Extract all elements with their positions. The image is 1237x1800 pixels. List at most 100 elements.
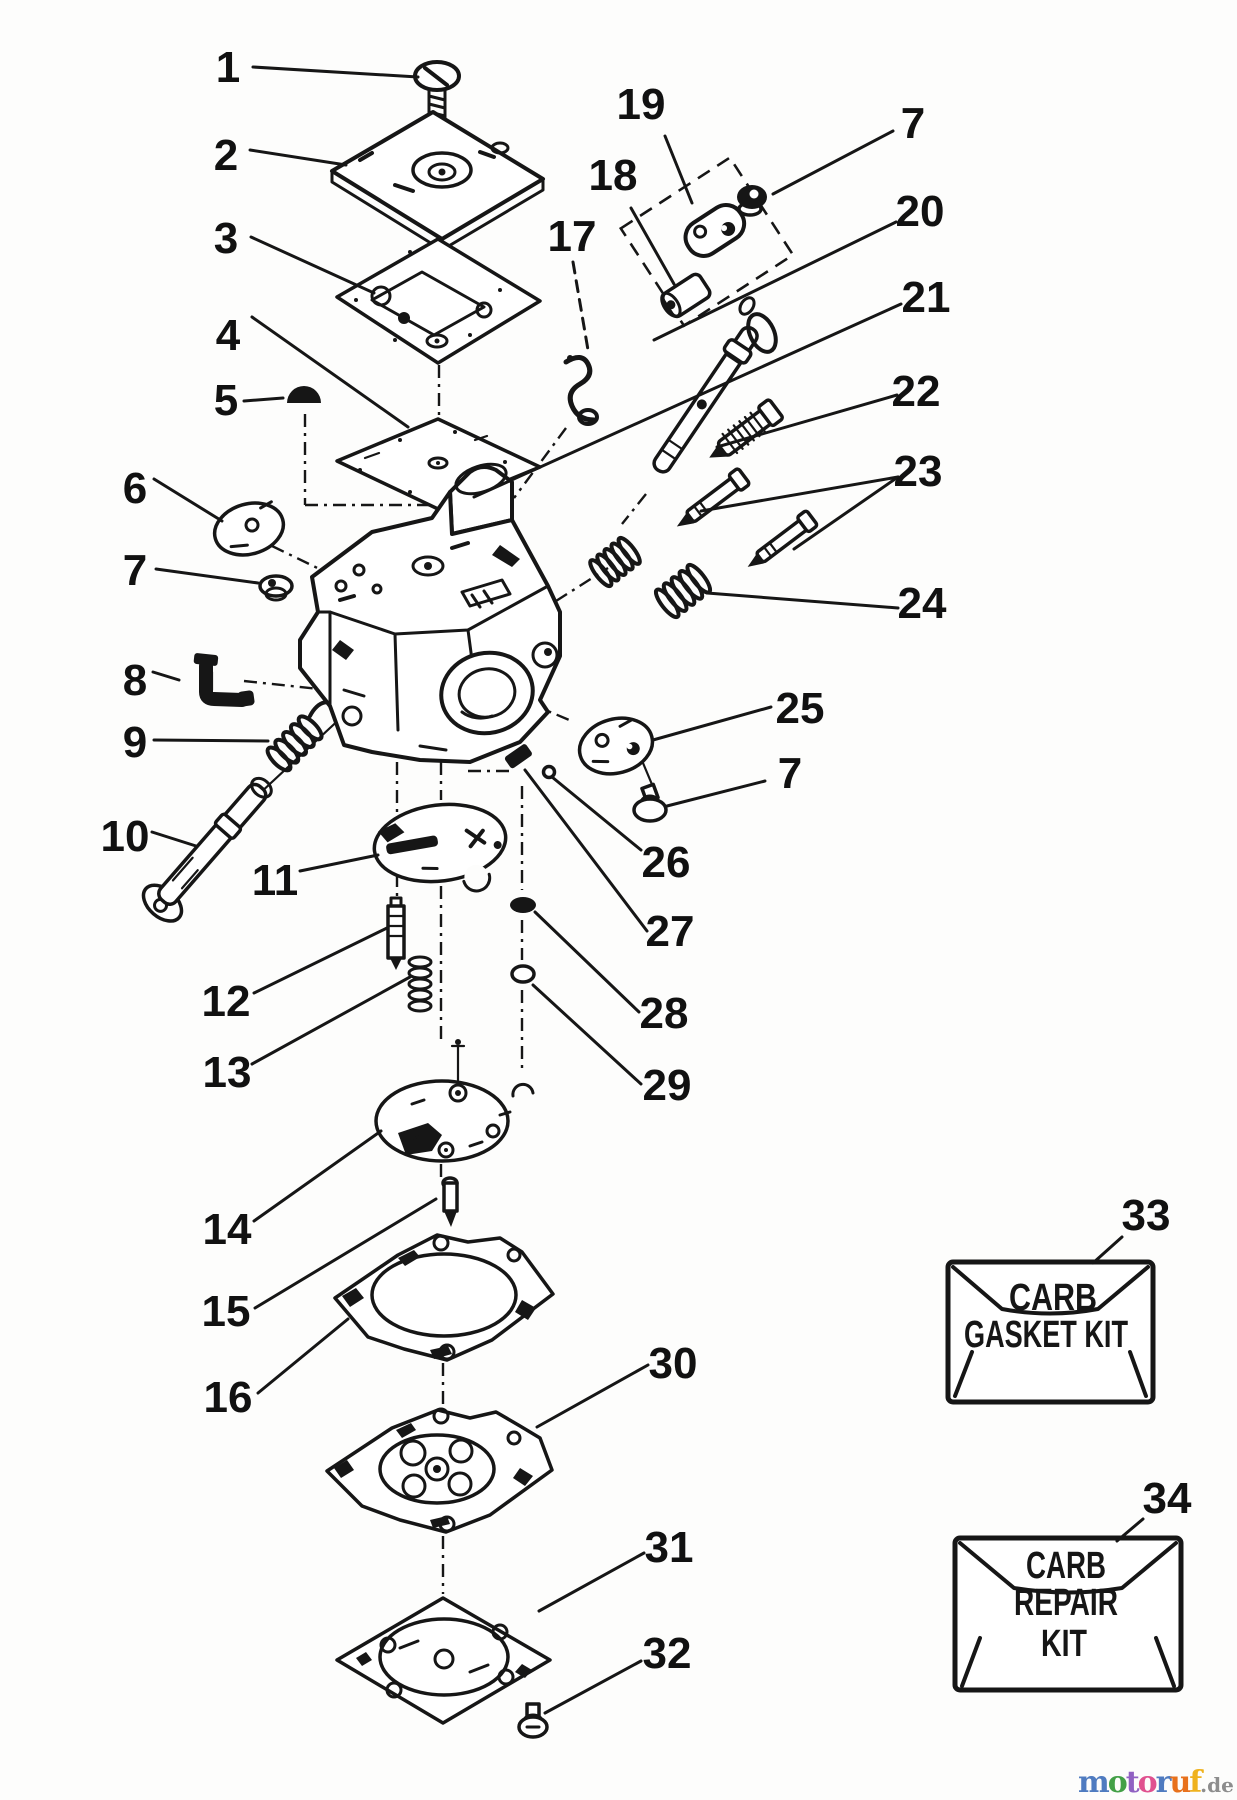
part-12-inlet-valve-drawing <box>386 896 406 970</box>
part-13-spring-drawing <box>407 955 433 1013</box>
leader-line-2 <box>248 148 348 167</box>
part-label-3-2: 3 <box>214 214 238 263</box>
part-29-cup-drawing <box>510 964 536 984</box>
leader-line-14 <box>252 1129 383 1223</box>
part-label-32-33: 32 <box>643 1629 692 1678</box>
part-20-shaft-drawing <box>652 296 778 474</box>
part-18-cylinder-drawing <box>660 272 712 319</box>
part-label-27-28: 27 <box>646 907 695 956</box>
part-5-plug-drawing <box>287 386 321 403</box>
repair-kit-line-3: KIT <box>1041 1623 1087 1665</box>
leader-line-28 <box>533 910 641 1014</box>
part-label-11-10: 11 <box>252 856 299 905</box>
part-label-7-19: 7 <box>901 99 925 148</box>
leader-line-23 <box>699 475 900 513</box>
leader-line-20 <box>652 220 898 342</box>
part-label-34-35: 34 <box>1143 1474 1192 1523</box>
part-7-screw-left-drawing <box>258 574 294 602</box>
part-16-gasket-drawing <box>333 1233 555 1362</box>
part-label-19-18: 19 <box>617 80 666 129</box>
part-label-4-3: 4 <box>216 311 241 360</box>
leader-line-13 <box>250 975 412 1066</box>
part-label-21-21: 21 <box>902 273 951 322</box>
part-label-24-24: 24 <box>898 579 947 628</box>
carb-gasket-kit-envelope: CARB GASKET KIT <box>945 1259 1156 1405</box>
part-23-needle-a-drawing <box>676 467 751 527</box>
part-label-30-31: 30 <box>649 1339 698 1388</box>
part-label-1-0: 1 <box>216 43 240 92</box>
leader-line-5 <box>242 396 285 403</box>
leader-line-24 <box>705 591 900 610</box>
part-label-23-23: 23 <box>894 447 943 496</box>
leader-line-33 <box>1091 1235 1124 1265</box>
part-label-12-11: 12 <box>202 977 251 1026</box>
leader-line-27 <box>523 768 649 933</box>
part-label-15-14: 15 <box>202 1287 251 1336</box>
part-label-13-12: 13 <box>203 1048 252 1097</box>
leader-line-29 <box>531 983 643 1086</box>
leader-line-18 <box>629 206 676 286</box>
leader-line-30 <box>535 1363 650 1429</box>
part-label-25-25: 25 <box>776 684 825 733</box>
leader-dash-17 <box>571 260 590 352</box>
part-label-14-13: 14 <box>203 1205 252 1254</box>
part-9-spring-drawing <box>265 700 336 773</box>
gasket-kit-line-2: GASKET KIT <box>964 1314 1128 1356</box>
part-11-throttle-plate-drawing <box>372 802 508 893</box>
leader-line-19 <box>663 134 694 205</box>
assembly-axis-lines <box>243 130 795 1594</box>
part-label-16-15: 16 <box>204 1373 253 1422</box>
leader-line-7 <box>665 779 767 808</box>
part-label-26-27: 26 <box>642 838 691 887</box>
leader-line-34 <box>1115 1517 1145 1543</box>
leader-line-3 <box>249 235 376 295</box>
part-25-plate-drawing <box>577 716 655 776</box>
part-15-needle-drawing <box>441 1176 459 1227</box>
part-label-7-6: 7 <box>123 546 147 595</box>
part-label-20-20: 20 <box>896 187 945 236</box>
part-label-22-22: 22 <box>892 367 941 416</box>
leader-line-11 <box>298 853 380 873</box>
part-24-spring-drawing <box>653 562 713 620</box>
part-label-10-9: 10 <box>101 812 150 861</box>
part-6-washer-drawing <box>212 500 286 557</box>
leader-line-8 <box>151 670 181 682</box>
part-label-18-17: 18 <box>589 151 638 200</box>
part-7-nut-drawing <box>737 185 767 217</box>
leader-line-7 <box>771 129 895 196</box>
leader-line-23 <box>792 475 900 551</box>
part-label-9-8: 9 <box>123 718 147 767</box>
leader-line-26 <box>550 775 643 852</box>
part-label-28-29: 28 <box>640 989 689 1038</box>
part-7-screw-right-drawing <box>632 782 668 823</box>
watermark-motoruf: motoruf.de <box>1078 1765 1234 1800</box>
leader-line-25 <box>651 705 773 742</box>
carb-repair-kit-envelope: CARB REPAIR KIT <box>952 1535 1184 1693</box>
leader-line-31 <box>537 1551 646 1613</box>
part-27-screw-drawing <box>504 744 532 769</box>
gasket-kit-line-1: CARB <box>1009 1277 1097 1319</box>
repair-kit-line-1: CARB <box>1026 1545 1106 1587</box>
leader-line-32 <box>543 1659 643 1715</box>
part-label-5-4: 5 <box>214 376 238 425</box>
carburetor-body-drawing <box>298 462 562 764</box>
leader-line-4 <box>250 315 410 429</box>
part-label-2-1: 2 <box>214 131 238 180</box>
part-label-31-32: 31 <box>645 1523 694 1572</box>
part-label-33-34: 33 <box>1122 1191 1171 1240</box>
part-17-hook-drawing <box>563 355 599 426</box>
part-26-ball-drawing <box>541 764 557 780</box>
leader-line-16 <box>256 1317 350 1395</box>
part-label-29-30: 29 <box>643 1061 692 1110</box>
part-label-6-5: 6 <box>123 464 147 513</box>
leader-line-7 <box>154 567 260 585</box>
part-8-elbow-fitting-drawing <box>193 653 255 707</box>
part-14-metering-plate-drawing <box>374 1039 512 1163</box>
part-23-needle-b-drawing <box>747 509 819 567</box>
part-label-17-16: 17 <box>548 212 597 261</box>
part-22-needle-drawing <box>709 398 784 458</box>
leader-line-21 <box>472 302 903 499</box>
part-31-cover-plate-drawing <box>335 1596 552 1725</box>
